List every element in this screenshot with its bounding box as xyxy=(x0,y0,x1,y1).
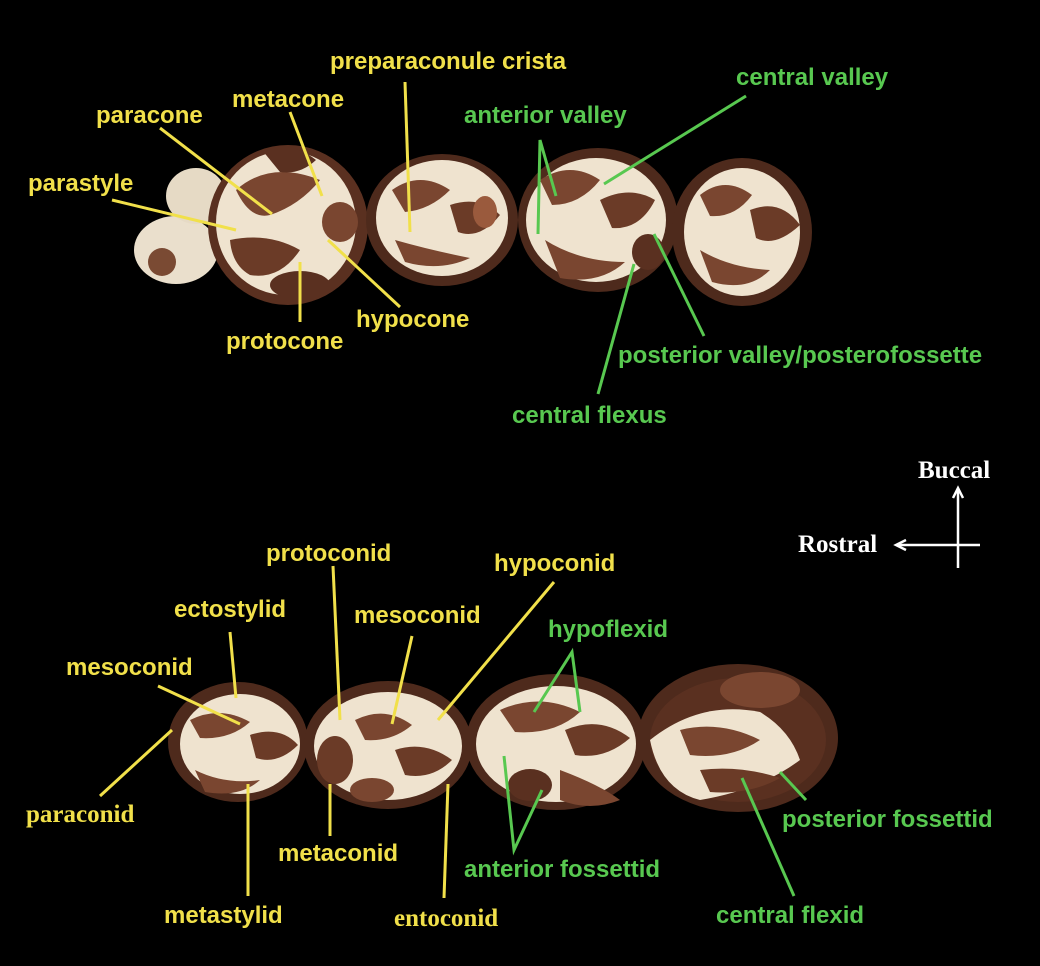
label-central-flexid: central flexid xyxy=(716,902,865,929)
metacone-leader xyxy=(288,111,324,197)
lower-tooth-4 xyxy=(638,664,838,812)
upper-yellow-leaders xyxy=(111,81,412,322)
mesoconid-right-leader xyxy=(390,635,414,725)
label-paraconid: paraconid xyxy=(26,801,135,828)
label-preparaconule-crista: preparaconule crista xyxy=(330,48,567,75)
label-hypoconid: hypoconid xyxy=(494,550,616,577)
lower-tooth-3 xyxy=(466,674,646,810)
central-flexid-leader xyxy=(740,777,796,897)
parastyle-leader xyxy=(111,198,237,232)
hypoflexid-leader xyxy=(532,647,582,713)
lower-molar-row xyxy=(168,664,838,812)
paraconid-leader xyxy=(98,728,174,798)
mesoconid-left-leader xyxy=(157,684,241,726)
label-protoconid: protoconid xyxy=(266,540,392,567)
posterior-fossettid-leader xyxy=(778,770,808,802)
lower-green-leaders xyxy=(502,647,808,897)
central-valley-leader xyxy=(603,94,747,186)
ectostylid-leader xyxy=(228,631,238,699)
label-hypocone: hypocone xyxy=(356,306,470,333)
upper-green-leaders xyxy=(536,94,747,395)
buccal-arrowhead xyxy=(951,485,965,499)
anterior-valley-leader xyxy=(536,139,558,235)
rostral-arrowhead xyxy=(893,538,907,552)
label-metastylid: metastylid xyxy=(164,902,283,929)
label-anterior-fossettid: anterior fossettid xyxy=(464,856,661,883)
posterior-valley-leader xyxy=(652,233,706,337)
label-ectostylid: ectostylid xyxy=(174,596,287,623)
hypoconid-leader xyxy=(436,581,556,721)
upper-molar-row xyxy=(134,145,812,306)
label-posterior-fossettid: posterior fossettid xyxy=(782,806,993,833)
upper-tooth-2 xyxy=(366,154,518,286)
upper-tooth-4 xyxy=(672,158,812,306)
label-mesoconid-left: mesoconid xyxy=(66,654,193,681)
label-central-flexus: central flexus xyxy=(512,402,667,429)
orientation-arrows xyxy=(893,485,980,568)
anterior-fossettid-leader xyxy=(502,755,544,856)
lower-tooth-1 xyxy=(168,682,308,802)
label-anterior-valley: anterior valley xyxy=(464,102,627,129)
label-central-valley: central valley xyxy=(736,64,889,91)
lower-tooth-2 xyxy=(304,681,472,809)
label-metacone: metacone xyxy=(232,86,345,113)
label-paracone: paracone xyxy=(96,102,203,129)
preparaconule-crista-leader xyxy=(403,81,412,233)
label-buccal: Buccal xyxy=(918,457,991,484)
entoconid-leader xyxy=(442,783,450,899)
label-hypoflexid: hypoflexid xyxy=(548,616,669,643)
central-flexus-leader xyxy=(596,263,636,395)
label-posterior-valley: posterior valley/posterofossette xyxy=(618,342,983,369)
upper-tooth-3 xyxy=(518,148,678,292)
lower-yellow-leaders xyxy=(98,565,556,899)
label-protocone: protocone xyxy=(226,328,344,355)
paracone-leader xyxy=(159,126,273,216)
label-parastyle: parastyle xyxy=(28,170,134,197)
label-entoconid: entoconid xyxy=(394,905,499,932)
hypocone-leader xyxy=(326,238,402,309)
protoconid-leader xyxy=(331,565,342,721)
label-metaconid: metaconid xyxy=(278,840,399,867)
upper-tooth-1 xyxy=(208,145,368,305)
label-rostral: Rostral xyxy=(798,531,878,558)
label-mesoconid-right: mesoconid xyxy=(354,602,481,629)
